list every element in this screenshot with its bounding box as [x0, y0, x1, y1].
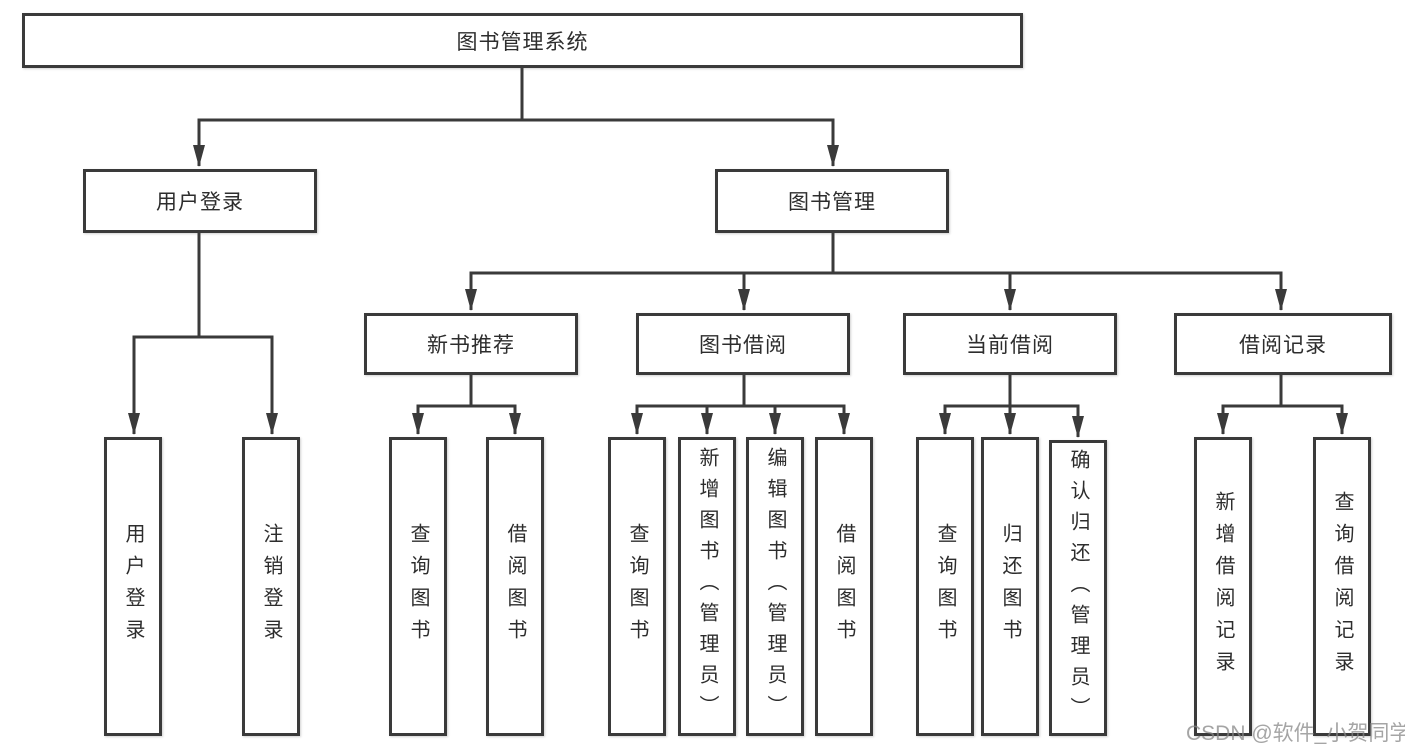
leaf-return-books: 归还图书 — [981, 437, 1039, 736]
node-borrowing-records: 借阅记录 — [1174, 313, 1392, 375]
leaf-logout: 注销登录 — [242, 437, 300, 736]
leaf-query-books-borrow: 查询图书 — [608, 437, 666, 736]
node-book-borrowing: 图书借阅 — [636, 313, 850, 375]
leaf-add-books-admin: 新增图书（管理员） — [678, 437, 736, 736]
leaf-borrow-books-recommend: 借阅图书 — [486, 437, 544, 736]
leaf-edit-books-admin: 编辑图书（管理员） — [746, 437, 804, 736]
node-library-system: 图书管理系统 — [22, 13, 1023, 68]
leaf-borrow-books: 借阅图书 — [815, 437, 873, 736]
leaf-query-books-current: 查询图书 — [916, 437, 974, 736]
node-book-management: 图书管理 — [715, 169, 949, 233]
leaf-query-books-recommend: 查询图书 — [389, 437, 447, 736]
leaf-user-login: 用户登录 — [104, 437, 162, 736]
node-new-book-recommendation: 新书推荐 — [364, 313, 578, 375]
leaf-confirm-return-admin: 确认归还（管理员） — [1049, 440, 1107, 736]
leaf-query-borrow-record: 查询借阅记录 — [1313, 437, 1371, 736]
node-current-borrowing: 当前借阅 — [903, 313, 1117, 375]
leaf-add-borrow-record: 新增借阅记录 — [1194, 437, 1252, 736]
node-user-login: 用户登录 — [83, 169, 317, 233]
